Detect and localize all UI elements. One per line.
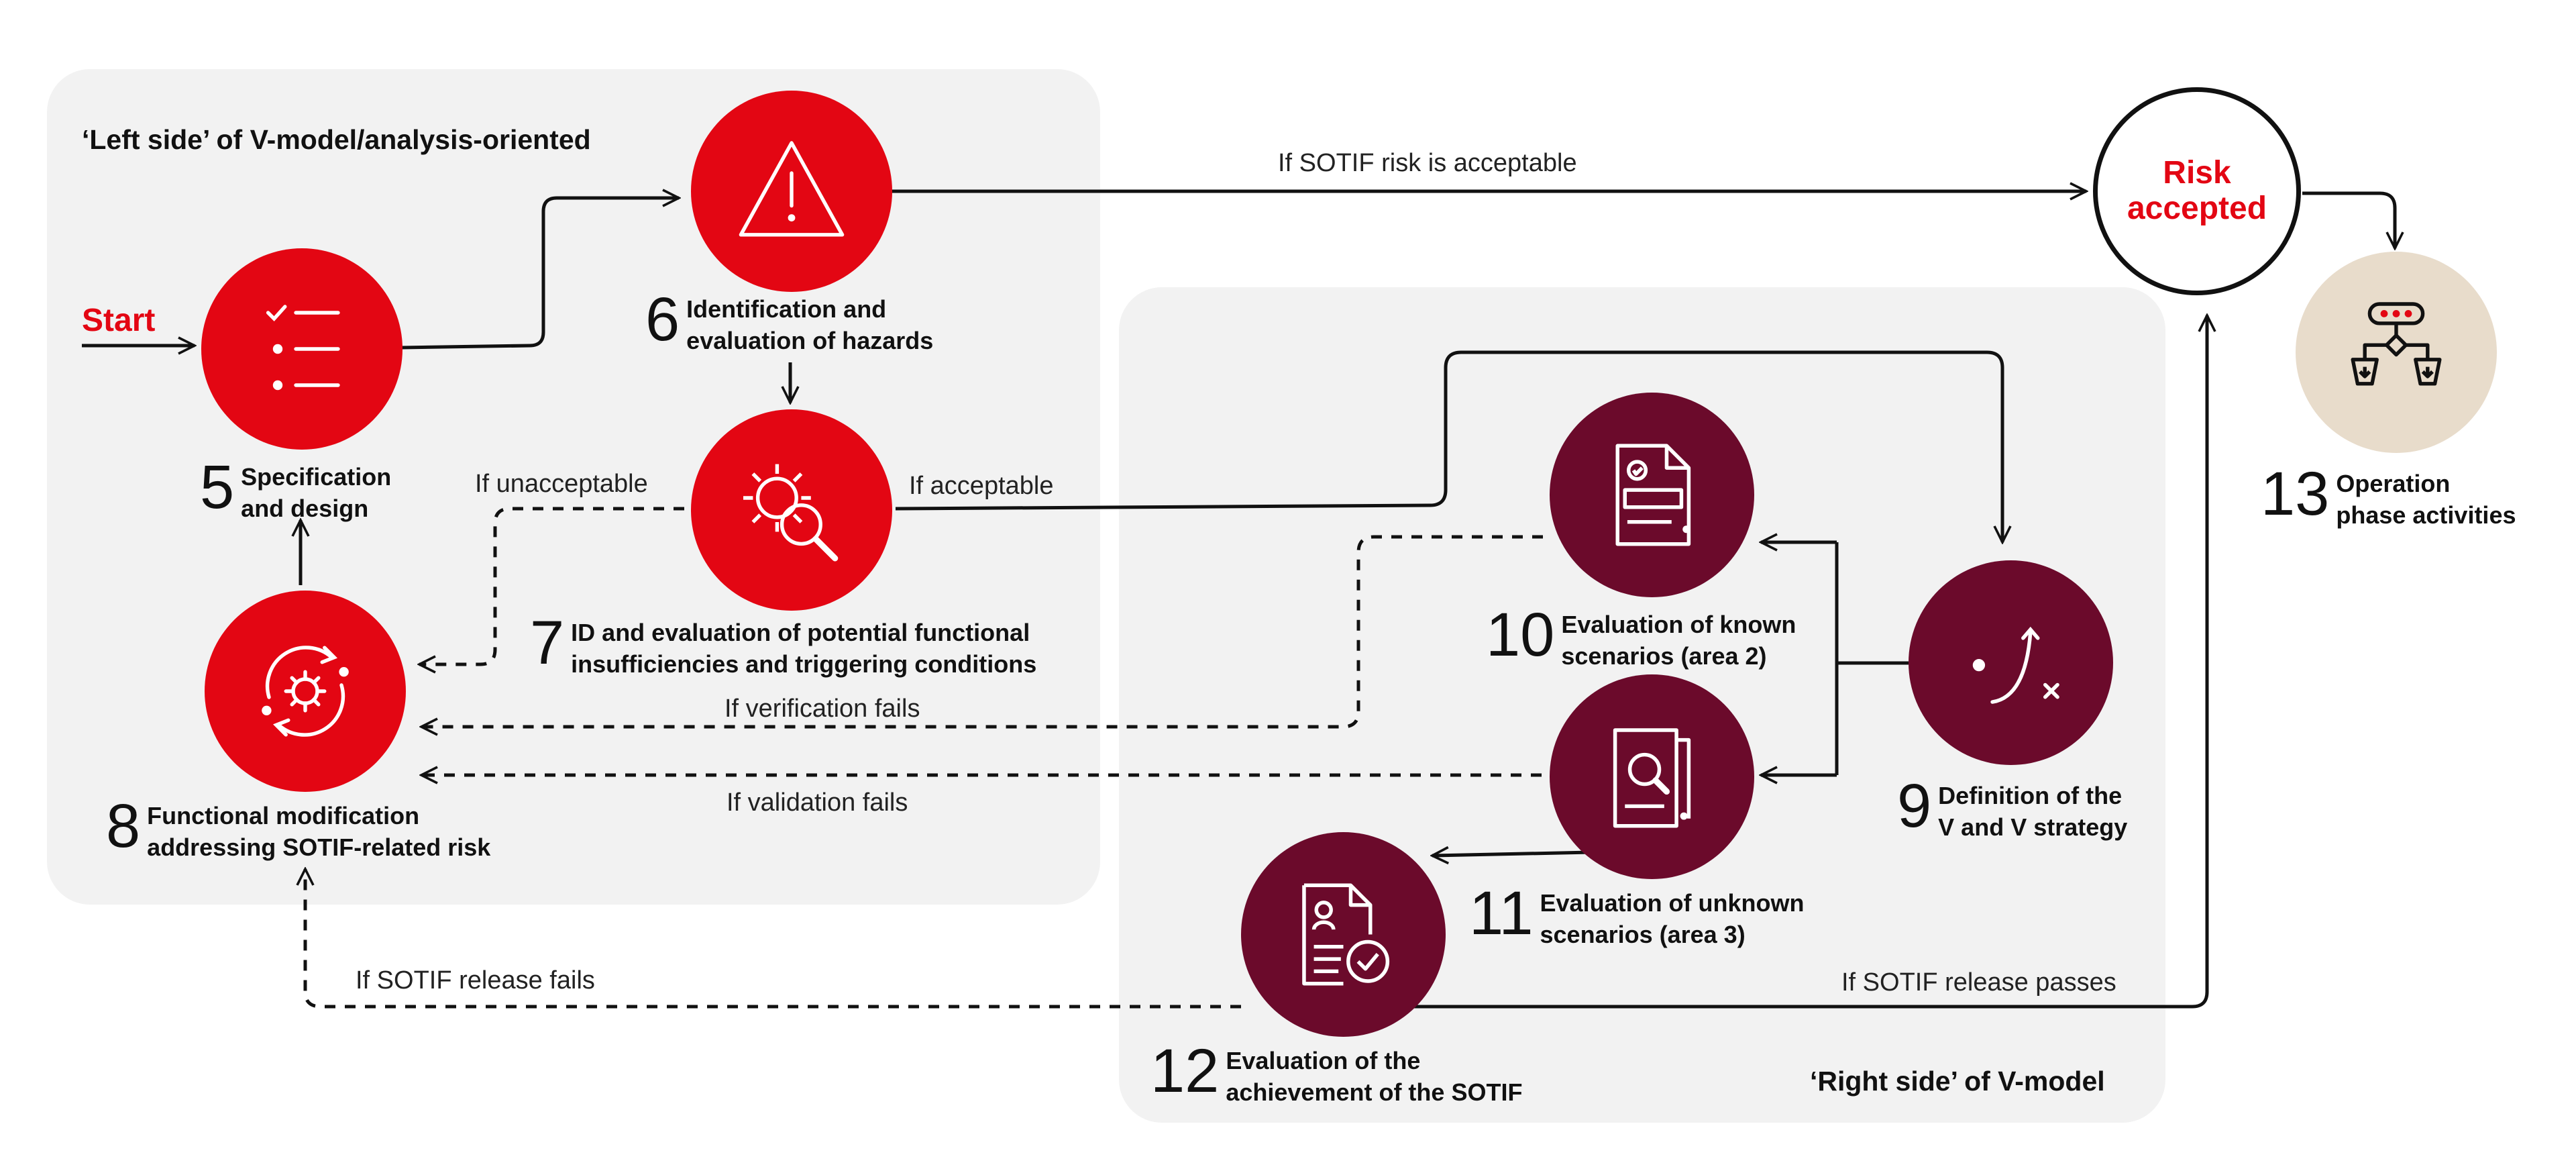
step-12-number: 12 [1150,1037,1220,1105]
step-7-node[interactable] [691,409,892,611]
step-10-number: 10 [1486,601,1555,669]
step-5-label: 5 Specification and design [200,456,391,525]
step-7-number: 7 [530,609,565,677]
step-11-number: 11 [1469,879,1534,948]
risk-label-line1: Risk [2163,155,2231,191]
step-12-node[interactable] [1241,832,1446,1037]
left-side-region [47,69,1100,905]
edge-10-to-8-verification [421,535,1543,727]
step-5-title-line2: and design [241,494,369,522]
checklist-icon [266,305,340,391]
step-7-title-line1: ID and evaluation of potential functiona… [571,619,1030,646]
warning-triangle-icon [739,141,845,237]
step-7-label: 7 ID and evaluation of potential functio… [530,612,1036,680]
step-11-node[interactable] [1550,674,1754,879]
edge-label-validation-fails: If validation fails [727,789,908,817]
edge-label-acceptable: If acceptable [909,472,1054,500]
gear-cycle-icon [262,646,349,737]
edge-7-to-8-unacceptable [419,507,684,664]
step-11-label: 11 Evaluation of unknown scenarios (area … [1469,882,1805,951]
step-9-node[interactable] [1909,560,2113,765]
document-check-icon [1615,444,1691,546]
step-10-title-line2: scenarios (area 2) [1561,642,1767,670]
step-12-title-line2: achievement of the SOTIF [1226,1078,1523,1106]
step-5-number: 5 [200,453,235,521]
step-11-title-line2: scenarios (area 3) [1540,920,1746,948]
edge-12-to-risk [1409,315,2207,1009]
strategy-curve-icon [1972,626,2059,704]
edge-label-release-passes: If SOTIF release passes [1841,968,2116,997]
edge-label-release-fails: If SOTIF release fails [356,966,595,995]
right-side-region-title: ‘Right side’ of V-model [1810,1066,2105,1097]
edge-label-unacceptable: If unacceptable [475,470,648,498]
step-9-number: 9 [1897,772,1932,840]
step-9-title-line2: V and V strategy [1938,813,2128,841]
step-8-node[interactable] [205,591,406,792]
flowchart-icon [2351,302,2442,386]
step-8-number: 8 [106,792,141,860]
step-8-label: 8 Functional modification addressing SOTI… [106,795,490,864]
step-10-label: 10 Evaluation of known scenarios (area 2) [1486,604,1796,672]
step-12-label: 12 Evaluation of the achievement of the S… [1150,1040,1522,1109]
step-11-title-line1: Evaluation of unknown [1540,889,1805,917]
step-8-title-line2: addressing SOTIF-related risk [147,833,491,861]
document-search-icon [1613,728,1691,828]
step-7-title-line2: insufficiencies and triggering condition… [571,650,1037,678]
step-5-title-line1: Specification [241,463,392,491]
step-13-title-line1: Operation [2336,470,2451,497]
risk-label-line2: accepted [2127,191,2267,226]
step-6-node[interactable] [691,91,892,292]
step-8-title-line1: Functional modification [147,802,420,829]
edge-11-to-12 [1432,852,1592,856]
edge-label-verification-fails: If verification fails [724,695,920,723]
edge-label-risk-acceptable: If SOTIF risk is acceptable [1278,149,1577,177]
gear-magnifier-icon [743,464,839,562]
document-approved-icon [1302,883,1390,986]
step-13-node[interactable] [2296,252,2497,453]
edge-9-to-10-and-11 [1761,540,1909,777]
step-9-title-line1: Definition of the [1938,782,2123,809]
step-6-title-line1: Identification and [686,295,887,323]
edge-12-to-8-release-fails [305,869,1241,1009]
step-5-node[interactable] [201,248,402,450]
step-13-label: 13 Operation phase activities [2261,463,2516,531]
step-9-label: 9 Definition of the V and V strategy [1897,775,2127,844]
step-10-title-line1: Evaluation of known [1561,611,1796,638]
risk-accepted-node[interactable]: Risk accepted [2093,87,2301,295]
start-label: Start [82,303,156,338]
step-13-title-line2: phase activities [2336,501,2516,529]
step-6-number: 6 [645,285,680,354]
edge-5-to-6 [400,198,679,350]
left-side-region-title: ‘Left side’ of V-model/analysis-oriented [82,124,591,155]
edge-7-to-9 [895,350,2002,542]
step-13-number: 13 [2261,460,2330,528]
step-10-node[interactable] [1550,393,1754,597]
edge-risk-to-13 [2302,191,2395,248]
step-6-title-line2: evaluation of hazards [686,326,934,354]
step-12-title-line1: Evaluation of the [1226,1047,1421,1074]
